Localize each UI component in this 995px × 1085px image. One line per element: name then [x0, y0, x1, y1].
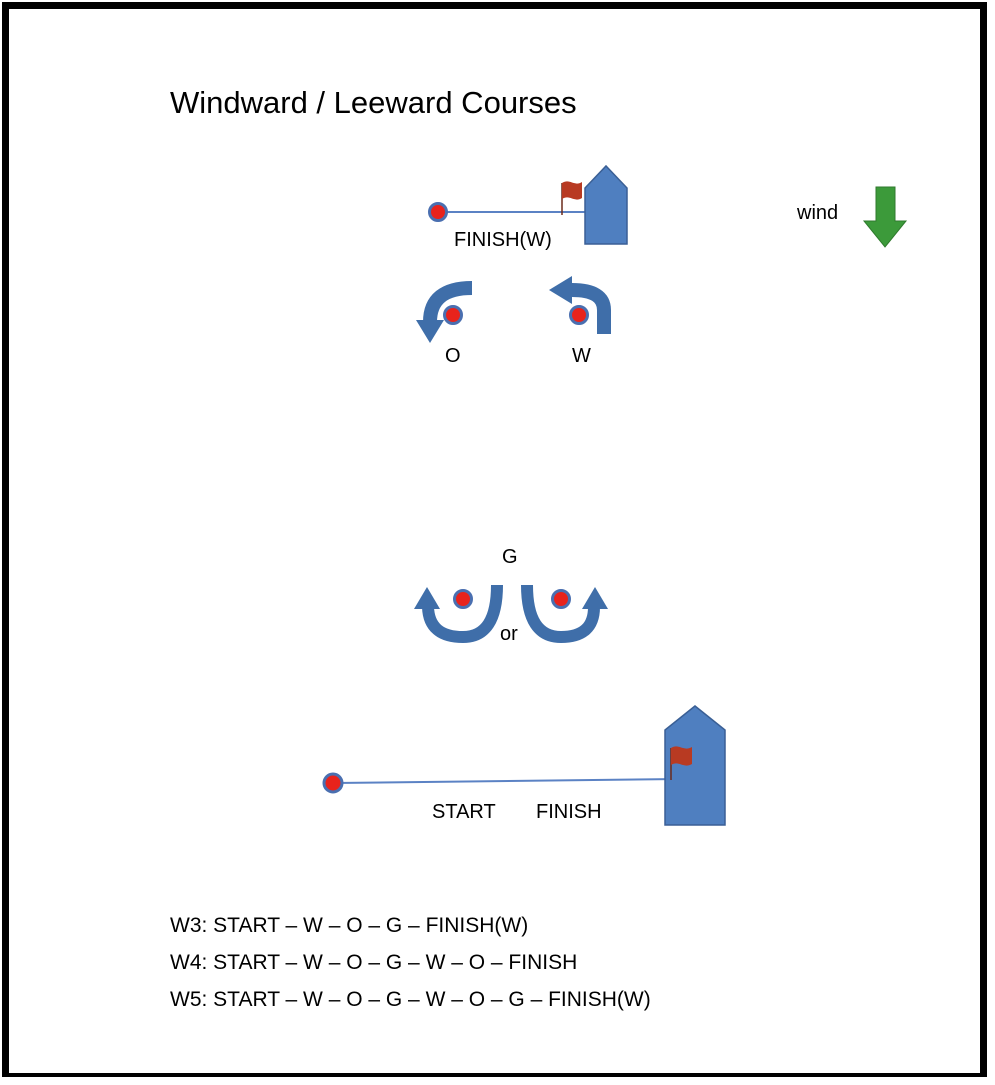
finish-pin-mark — [428, 202, 448, 222]
gate-right-turn-arrow-icon — [521, 584, 600, 644]
committee-boat-icon — [584, 164, 628, 245]
wind-arrow-icon — [862, 186, 908, 248]
start-label: START — [432, 801, 496, 823]
start-committee-boat-icon — [664, 705, 726, 826]
leeward-gate: G or — [414, 546, 608, 645]
finish-label: FINISH — [536, 801, 602, 823]
gate-left-mark — [453, 589, 473, 609]
start-finish-line: START FINISH — [322, 705, 726, 826]
finish-flag-icon — [561, 181, 582, 215]
start-line — [334, 778, 681, 784]
gate-right-mark — [551, 589, 571, 609]
gate-or-label: or — [500, 623, 518, 645]
course-w5: W5: START – W – O – G – W – O – G – FINI… — [170, 988, 651, 1011]
mark-g-label: G — [502, 546, 518, 568]
gate-left-arrowhead-icon — [414, 587, 440, 609]
course-w3: W3: START – W – O – G – FINISH(W) — [170, 914, 528, 937]
mark-o: O — [416, 281, 473, 367]
turn-arrow-w-icon — [571, 283, 611, 334]
course-w4: W4: START – W – O – G – W – O – FINISH — [170, 951, 577, 974]
gate-left-turn-arrow-icon — [422, 584, 503, 644]
turn-arrowhead-o-icon — [416, 320, 444, 343]
start-pin-mark — [322, 772, 344, 794]
course-list: W3: START – W – O – G – FINISH(W) W4: ST… — [170, 914, 651, 1011]
turn-arrowhead-w-icon — [549, 276, 572, 304]
finish-windward-line: FINISH(W) — [428, 164, 628, 251]
gate-right-arrowhead-icon — [582, 587, 608, 609]
wind-indicator: wind — [796, 186, 908, 248]
mark-o-label: O — [445, 345, 461, 367]
page-title: Windward / Leeward Courses — [170, 85, 577, 120]
turn-arrow-o-icon — [423, 281, 473, 323]
start-flag-icon — [670, 746, 692, 780]
finish-windward-label: FINISH(W) — [454, 229, 552, 251]
mark-w: W — [549, 276, 611, 367]
mark-w-buoy — [569, 305, 589, 325]
mark-w-label: W — [572, 345, 591, 367]
wind-label: wind — [796, 202, 838, 224]
mark-o-buoy — [443, 305, 463, 325]
